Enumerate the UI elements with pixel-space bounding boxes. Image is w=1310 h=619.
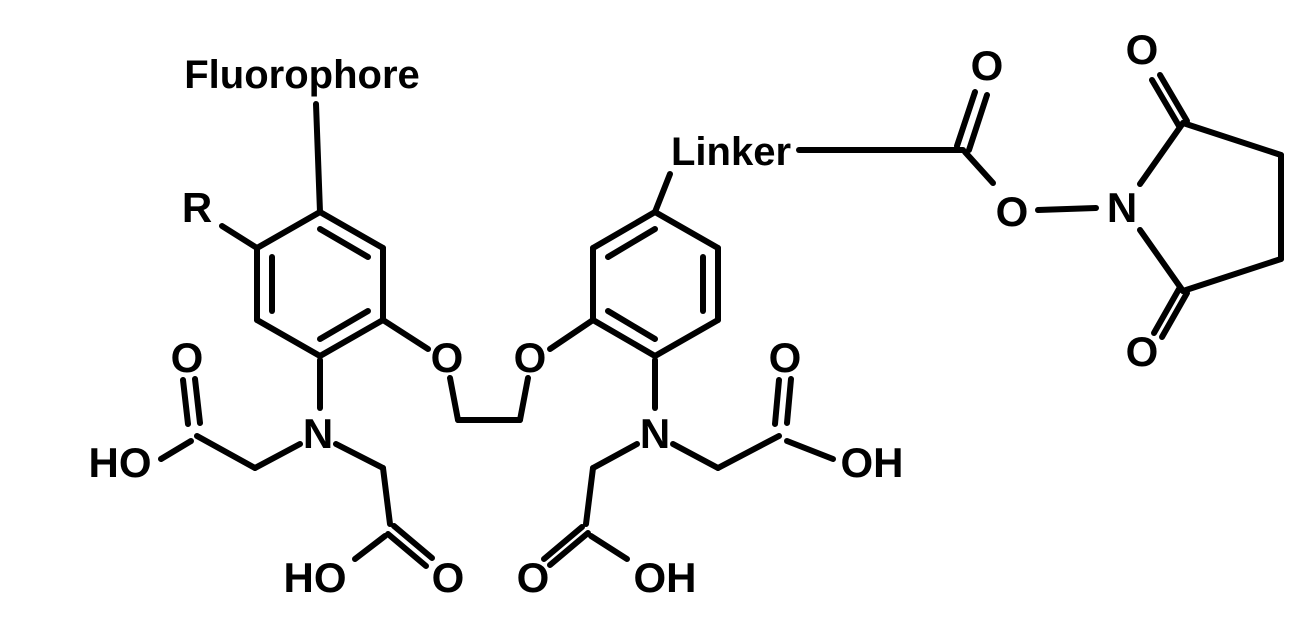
bottom-right-carbonyl-oxygen-label: O (517, 554, 550, 601)
ester-oxygen-label: O (996, 188, 1029, 235)
ether-bridge-bonds (380, 317, 596, 423)
left-arm-hydroxyl-label: HO (89, 439, 152, 486)
succinimide-nitrogen-label: N (1107, 184, 1137, 231)
succinimide-ring-bonds (1137, 72, 1284, 340)
bottom-left-hydroxyl-label: HO (284, 554, 347, 601)
ester-carbonyl-oxygen-label: O (971, 42, 1004, 89)
left-arm-carbonyl-oxygen-label: O (171, 334, 204, 381)
left-nitrogen-label: N (303, 410, 333, 457)
linker-label: Linker (671, 130, 791, 174)
ether-oxygen-left-label: O (431, 334, 464, 381)
text-labels: Fluorophore R Linker O O O N O O O N N O… (89, 26, 1159, 601)
bottom-right-hydroxyl-label: OH (634, 554, 697, 601)
left-iminodiacetate-bonds (158, 357, 435, 569)
r-group-label: R (182, 184, 212, 231)
succinimide-bottom-oxygen-label: O (1126, 328, 1159, 375)
succinimide-top-oxygen-label: O (1126, 26, 1159, 73)
ester-group-bonds (954, 89, 1099, 213)
right-iminodiacetate-bonds (541, 357, 836, 568)
right-nitrogen-label: N (640, 410, 670, 457)
ether-oxygen-right-label: O (514, 334, 547, 381)
right-arm-hydroxyl-label: OH (841, 439, 904, 486)
right-benzene-ring (590, 209, 721, 359)
substituent-bonds (219, 101, 966, 251)
right-arm-carbonyl-oxygen-label: O (769, 334, 802, 381)
left-benzene-ring (254, 209, 386, 359)
bottom-left-carbonyl-oxygen-label: O (432, 554, 465, 601)
fluorophore-label: Fluorophore (184, 53, 420, 97)
